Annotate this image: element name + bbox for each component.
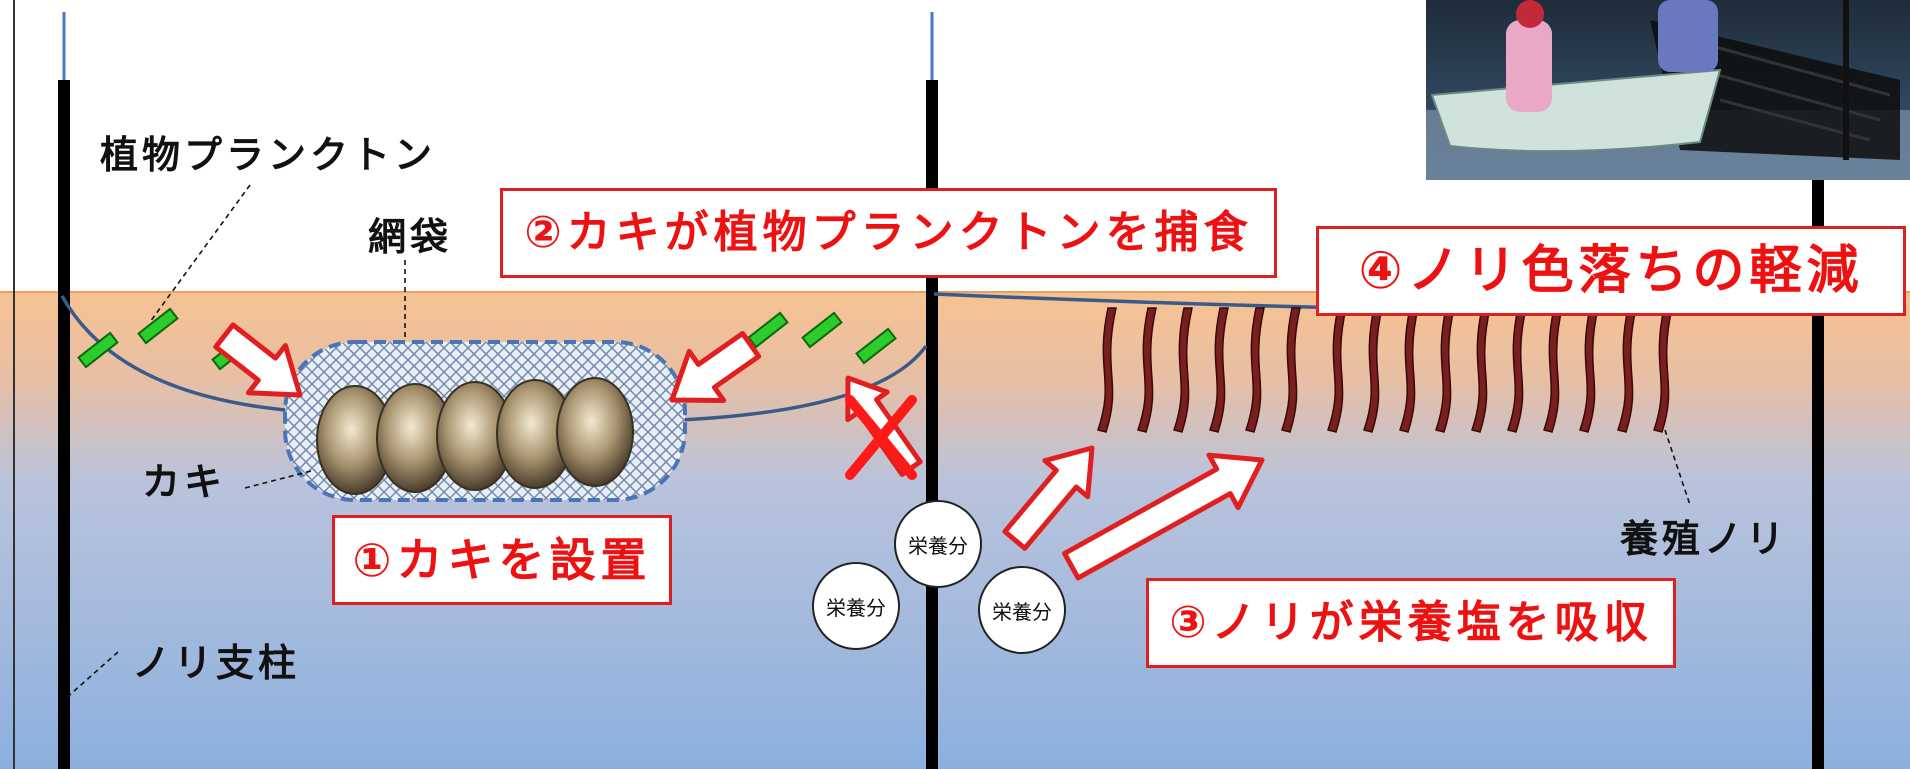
boat-hull	[1430, 68, 1722, 153]
nori-strip	[1363, 307, 1383, 433]
nori-strip	[1543, 307, 1563, 433]
label-cultured-nori: 養殖ノリ	[1620, 517, 1789, 561]
label-oyster: カキ	[142, 460, 227, 504]
arrow-plankton-into-bag-right	[669, 330, 762, 403]
nori-strip	[1281, 307, 1301, 433]
nori-pole-middle	[926, 80, 938, 769]
nutrient-circle: 栄養分	[894, 500, 982, 588]
nori-strip	[1653, 307, 1673, 433]
label-phytoplankton: 植物プランクトン	[100, 133, 437, 177]
nori-strip	[1435, 307, 1455, 433]
phytoplankton	[855, 327, 897, 365]
nori-strip	[1137, 307, 1157, 433]
phytoplankton	[801, 311, 843, 349]
phytoplankton-leader	[149, 184, 251, 323]
step1-box: ①カキを設置	[332, 515, 672, 605]
oyster-rope-right	[679, 344, 928, 422]
nori-strip	[1399, 307, 1419, 433]
nori-pole-right	[1812, 170, 1824, 769]
phytoplankton	[747, 311, 789, 349]
boat-photo	[1426, 0, 1910, 180]
nutrient-circle: 栄養分	[812, 562, 900, 650]
label-net-bag: 網袋	[368, 215, 453, 259]
oyster-group	[316, 377, 634, 495]
oyster-leader	[244, 469, 316, 489]
nori-pole-leader	[63, 651, 119, 701]
label-nori-pole: ノリ支柱	[132, 641, 301, 685]
nutrient-circle: 栄養分	[978, 566, 1066, 654]
nori-strip	[1245, 307, 1265, 433]
nori-strip	[1097, 307, 1117, 433]
nori-strip	[1579, 307, 1599, 433]
nori-strip	[1209, 307, 1229, 433]
oyster	[556, 377, 634, 487]
nori-group	[1097, 307, 1673, 433]
arrow-nutrient-to-nori-2	[1062, 452, 1265, 581]
nori-strip	[1617, 307, 1637, 433]
phytoplankton	[77, 331, 119, 369]
nori-pole-left	[58, 80, 70, 769]
oyster-rope	[60, 295, 311, 414]
arrow-plankton-into-bag-left	[213, 322, 303, 398]
step2-box: ②カキが植物プランクトンを捕食	[500, 188, 1277, 278]
blocked-x-mark	[845, 395, 917, 480]
step3-box: ③ノリが栄養塩を吸収	[1146, 578, 1676, 668]
arrow-nutrient-to-nori-1	[1002, 445, 1095, 551]
nori-strip	[1327, 307, 1347, 433]
step4-box: ④ノリ色落ちの軽減	[1316, 226, 1906, 316]
nori-strip	[1507, 307, 1527, 433]
nori-strip	[1471, 307, 1491, 433]
cultured-nori-leader	[1664, 429, 1691, 506]
phytoplankton	[137, 307, 179, 345]
nori-strip	[1173, 307, 1193, 433]
